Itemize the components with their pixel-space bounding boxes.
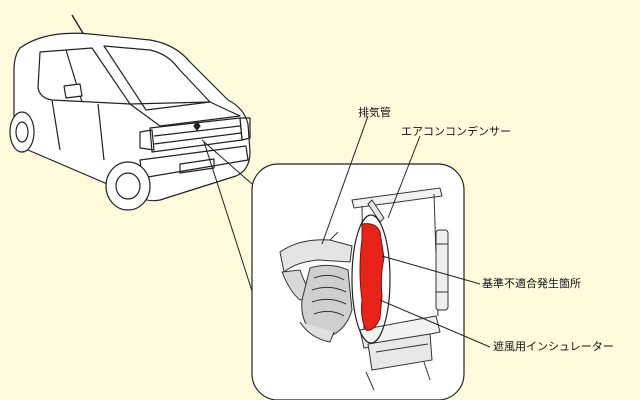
defect-location-ring [351,214,391,344]
label-leaders [321,115,491,348]
label-heat-insulator: 遮風用インシュレーター [493,340,614,353]
exhaust-manifold-drawing [279,231,353,343]
car-illustration [9,14,251,211]
label-exhaust-pipe: 排気管 [358,106,391,119]
heat-insulator-highlight [359,223,385,331]
label-defect-location: 基準不適合発生箇所 [482,277,581,290]
label-ac-condenser: エアコンコンデンサー [401,125,511,138]
